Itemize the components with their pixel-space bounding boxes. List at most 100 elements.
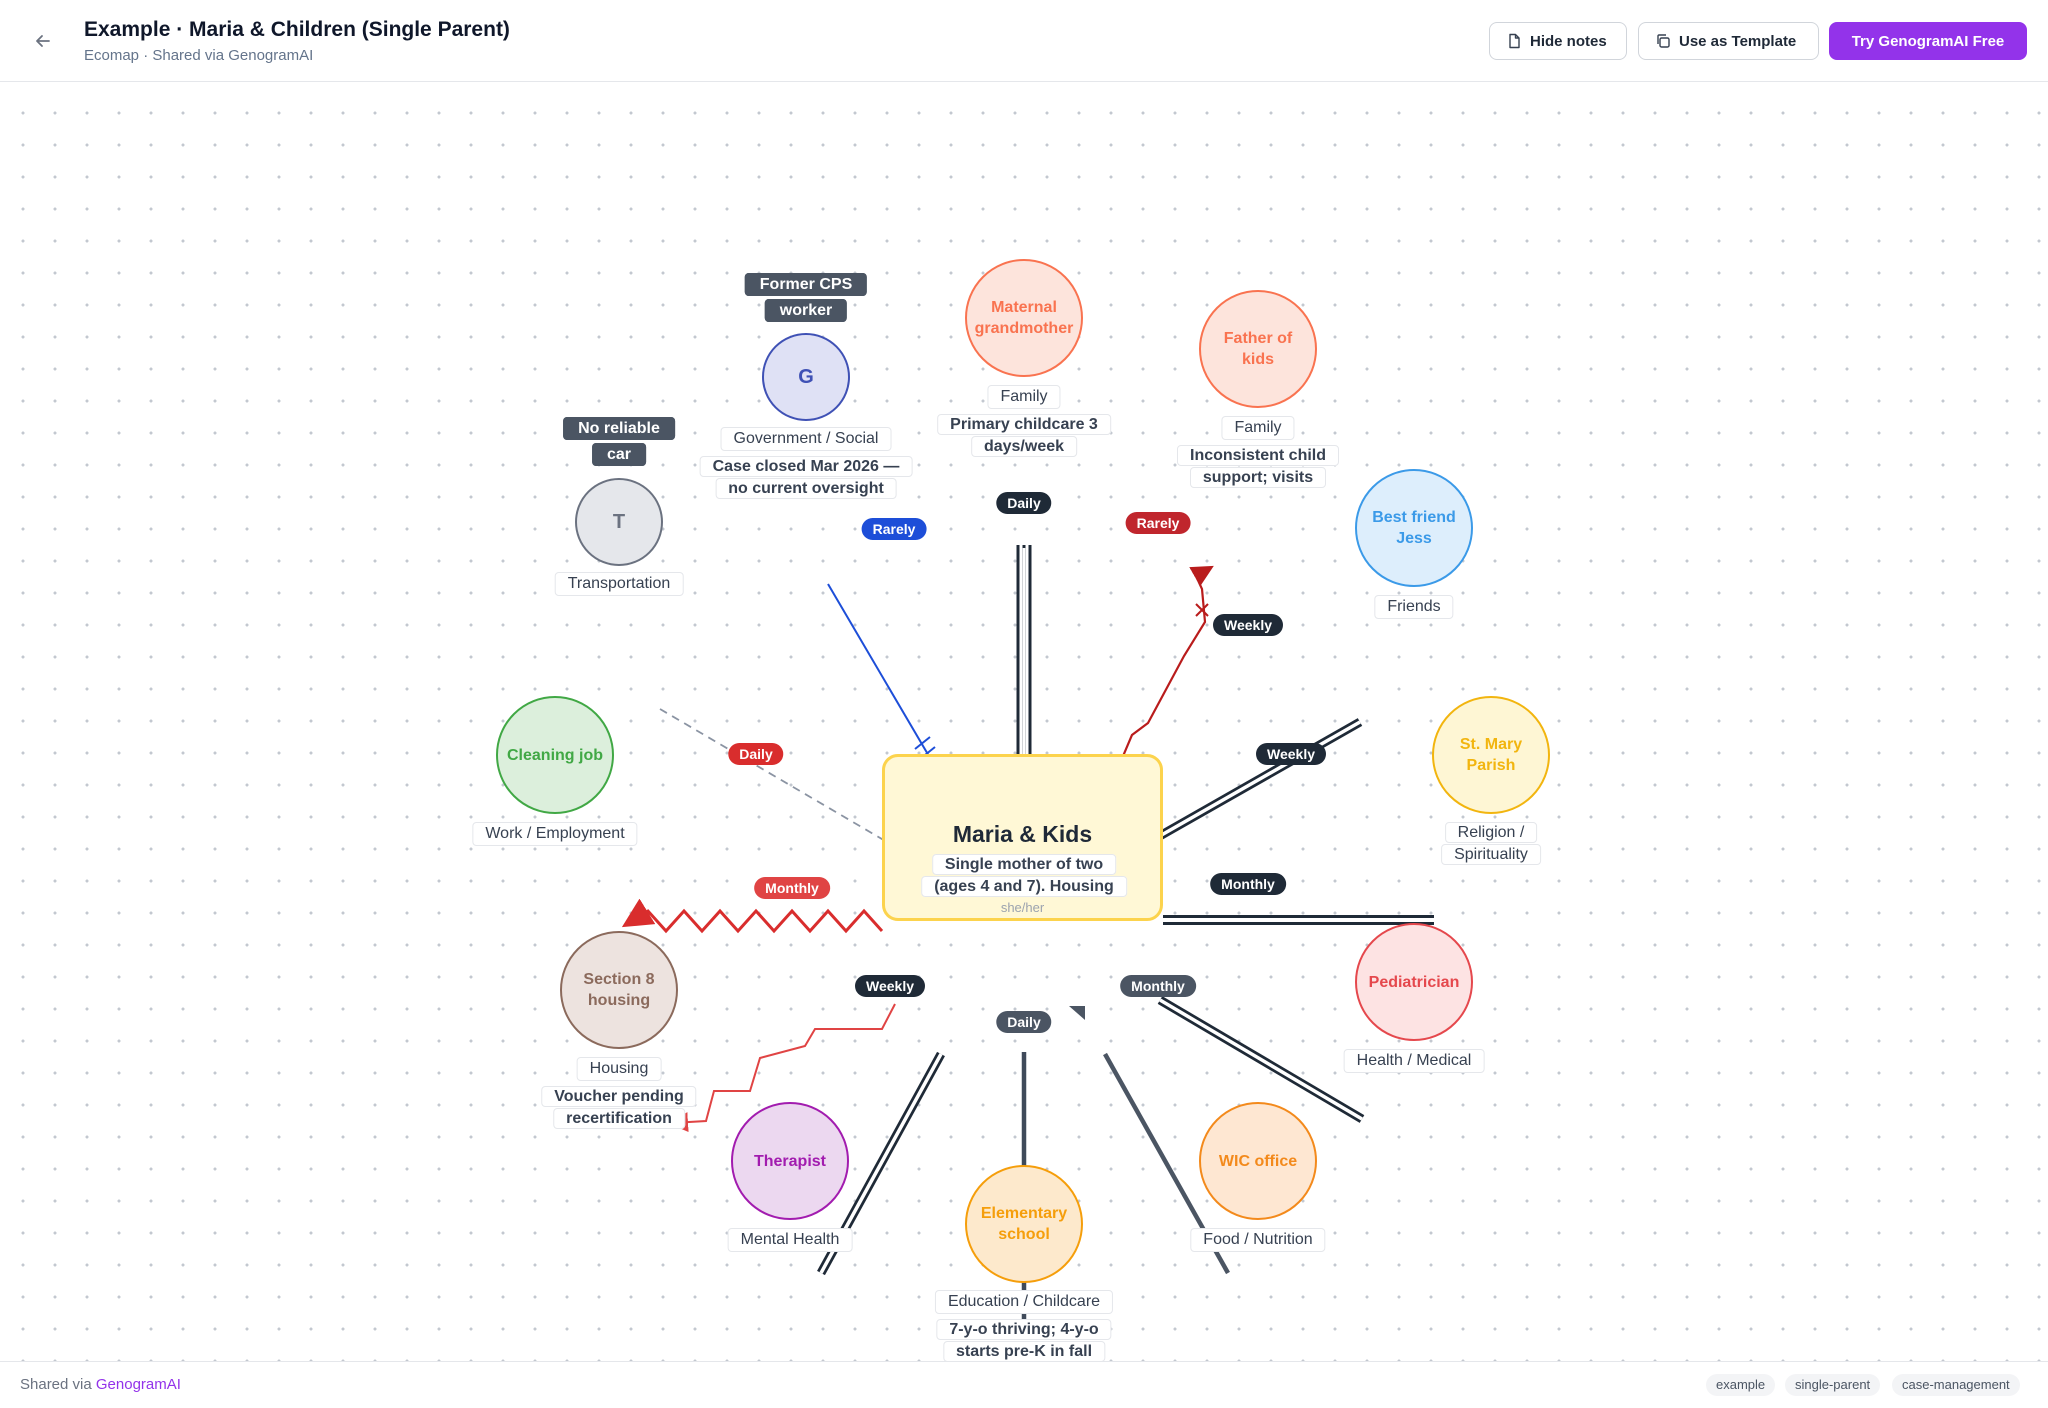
freq-maternal-grandmother: Daily — [996, 492, 1052, 514]
note-section-8-housing: Voucher pending recertification — [541, 1086, 697, 1130]
freq-cleaning-job: Daily — [728, 743, 784, 765]
tag-government-social-category: Government / Social — [720, 427, 892, 451]
connection-job[interactable] — [621, 898, 884, 934]
freq-government-social: Rarely — [861, 518, 927, 540]
freq-elementary-school: Daily — [996, 1011, 1052, 1033]
node-st-mary-parish-label: St. Mary Parish — [1459, 736, 1523, 774]
note-elementary-school-line-1: 7-y-o thriving; 4-y-o — [936, 1319, 1112, 1340]
node-st-mary-parish[interactable]: St. Mary Parish — [1432, 696, 1550, 814]
document-icon — [1509, 33, 1520, 49]
hide-notes-button[interactable]: Hide notes — [1489, 22, 1627, 60]
tag-best-friend-jess-category: Friends — [1374, 595, 1454, 619]
tag-pediatrician-category: Health / Medical — [1343, 1049, 1485, 1073]
node-best-friend-jess-label: Best friend Jess — [1372, 509, 1456, 547]
center-note: Single mother of two (ages 4 and 7). Hou… — [921, 854, 1127, 898]
top-bar: Example · Maria & Children (Single Paren… — [0, 0, 2048, 82]
freq-wic-office: Monthly — [1120, 975, 1196, 997]
copy-icon — [1657, 34, 1670, 48]
use-template-button[interactable]: Use as Template — [1638, 22, 1819, 60]
tag-wic-office-category: Food / Nutrition — [1190, 1228, 1326, 1252]
note-father-of-kids-line-2: support; visits — [1189, 467, 1327, 488]
footer-brand-link[interactable]: GenogramAI — [95, 1376, 181, 1393]
footer-shared-label: Shared via — [20, 1376, 92, 1393]
center-arrowhead — [1069, 1006, 1085, 1020]
tag-cleaning-job-category: Work / Employment — [472, 822, 638, 846]
node-government-social[interactable]: G — [762, 333, 850, 421]
note-maternal-grandmother-line-2: days/week — [970, 436, 1078, 457]
back-button[interactable] — [28, 26, 58, 56]
tag-st-mary-parish-line-1: Religion / — [1444, 822, 1538, 843]
note-government-social: Case closed Mar 2026 — no current oversi… — [699, 456, 913, 500]
node-father-of-kids[interactable]: Father of kids — [1199, 290, 1317, 408]
tag-father-of-kids-category: Family — [1221, 416, 1295, 440]
node-section-8-housing[interactable]: Section 8 housing — [560, 931, 678, 1049]
footer-shared-via: Shared via GenogramAI — [20, 1376, 181, 1393]
note-government-social-former-line-2: worker — [764, 299, 848, 322]
tag-maternal-grandmother-category: Family — [987, 385, 1061, 409]
note-elementary-school-line-2: starts pre-K in fall — [942, 1341, 1106, 1362]
node-therapist[interactable]: Therapist — [731, 1102, 849, 1220]
node-wic-office[interactable]: WIC office — [1199, 1102, 1317, 1220]
node-cleaning-job-label: Cleaning job — [507, 746, 603, 764]
connection-section8[interactable] — [668, 1003, 896, 1133]
freq-st-mary-parish: Weekly — [1256, 743, 1326, 765]
connection-pediatrician[interactable] — [1157, 996, 1365, 1123]
footer: Shared via GenogramAI example single-par… — [0, 1361, 2048, 1408]
node-cleaning-job[interactable]: Cleaning job — [496, 696, 614, 814]
tag-therapist-category: Mental Health — [727, 1228, 853, 1252]
connection-friend[interactable] — [1155, 718, 1363, 841]
tag-chip-example[interactable]: example — [1706, 1374, 1776, 1396]
note-maternal-grandmother: Primary childcare 3 days/week — [937, 414, 1111, 458]
node-wic-office-label: WIC office — [1218, 1152, 1298, 1170]
tag-st-mary-parish-category: Religion / Spirituality — [1441, 822, 1541, 866]
try-free-button[interactable]: Try GenogramAI Free — [1829, 22, 2027, 60]
node-maternal-grandmother-label: Maternal grandmother — [974, 299, 1074, 337]
hide-notes-label: Hide notes — [1530, 32, 1607, 50]
tag-st-mary-parish-line-2: Spirituality — [1441, 844, 1541, 865]
note-elementary-school: 7-y-o thriving; 4-y-o starts pre-K in fa… — [936, 1319, 1112, 1363]
node-elementary-school[interactable]: Elementary school — [965, 1165, 1083, 1283]
note-transportation: No reliable car — [563, 416, 675, 468]
node-section-8-housing-label: Section 8 housing — [583, 971, 655, 1009]
node-best-friend-jess[interactable]: Best friend Jess — [1355, 469, 1473, 587]
use-template-label: Use as Template — [1679, 32, 1797, 50]
node-father-of-kids-label: Father of kids — [1223, 330, 1293, 368]
node-transportation-initial: T — [612, 510, 626, 533]
tag-elementary-school-category: Education / Childcare — [934, 1290, 1114, 1314]
node-pediatrician-label: Pediatrician — [1368, 973, 1460, 991]
connection-lines — [621, 545, 1434, 1328]
center-pronoun: she/her — [1000, 900, 1045, 915]
note-father-of-kids-line-1: Inconsistent child — [1176, 445, 1340, 466]
tag-chip-single-parent[interactable]: single-parent — [1785, 1374, 1881, 1396]
tag-transportation-category: Transportation — [554, 572, 684, 596]
arrow-left-icon — [36, 35, 50, 47]
note-section-8-housing-line-2: recertification — [553, 1108, 685, 1129]
connection-grandmother[interactable] — [1016, 545, 1032, 793]
node-transportation[interactable]: T — [575, 478, 663, 566]
center-note-line-2: (ages 4 and 7). Housing — [921, 876, 1127, 897]
page-subtitle: Ecomap · Shared via GenogramAI — [84, 47, 314, 64]
center-note-line-1: Single mother of two — [931, 854, 1117, 875]
note-government-social-line-1: Case closed Mar 2026 — — [699, 456, 913, 477]
note-government-social-former-line-1: Former CPS — [744, 273, 868, 296]
node-therapist-label: Therapist — [753, 1152, 826, 1170]
node-pediatrician[interactable]: Pediatrician — [1355, 923, 1473, 1041]
note-maternal-grandmother-line-1: Primary childcare 3 — [937, 414, 1111, 435]
note-father-of-kids: Inconsistent child support; visits — [1176, 445, 1340, 489]
node-maternal-grandmother[interactable]: Maternal grandmother — [965, 259, 1083, 377]
node-government-social-initial: G — [798, 365, 814, 388]
freq-therapist: Weekly — [855, 975, 925, 997]
note-section-8-housing-line-1: Voucher pending — [541, 1086, 697, 1107]
note-government-social-line-2: no current oversight — [715, 478, 897, 499]
tag-chip-case-management[interactable]: case-management — [1892, 1374, 2020, 1396]
freq-best-friend-jess: Weekly — [1213, 614, 1283, 636]
freq-father-of-kids: Rarely — [1125, 512, 1191, 534]
connection-transport[interactable] — [659, 708, 888, 843]
node-elementary-school-label: Elementary school — [980, 1205, 1068, 1243]
note-government-social-former: Former CPS worker — [744, 272, 868, 324]
freq-pediatrician: Monthly — [1210, 873, 1286, 895]
freq-section-8-housing: Monthly — [754, 877, 830, 899]
tag-section-8-housing-category: Housing — [576, 1057, 662, 1081]
page-title: Example · Maria & Children (Single Paren… — [84, 18, 510, 41]
ecomap-canvas[interactable]: Maria & Kids she/her Single mother of tw… — [0, 83, 2048, 1363]
